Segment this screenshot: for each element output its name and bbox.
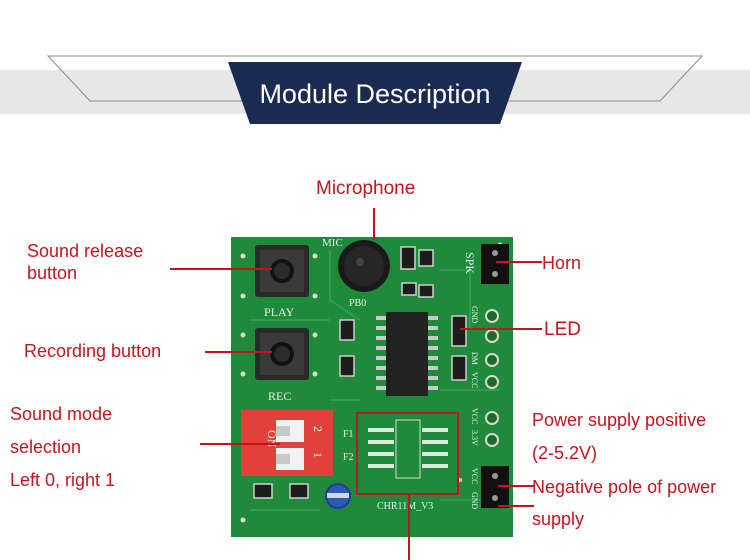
silk-spk: SPK (463, 252, 477, 274)
silk-mic: MIC (322, 237, 343, 249)
silk-f2: F2 (343, 452, 354, 463)
label-power-positive-line2: (2-5.2V) (532, 443, 598, 463)
silk-dip-2: 2 (311, 426, 325, 432)
label-power-negative-line2: supply (532, 509, 585, 529)
leader-lines (170, 208, 542, 560)
silk-board-name: CHR11M_V3 (377, 501, 433, 512)
label-sound-release-line1: Sound release (27, 241, 144, 261)
label-power-positive-line1: Power supply positive (532, 410, 707, 430)
silk-on: ON (265, 430, 279, 448)
label-horn: Horn (542, 253, 582, 273)
play-button-component (255, 245, 309, 297)
silk-dip-1: 1 (311, 452, 325, 458)
label-recording-button: Recording button (24, 341, 162, 361)
label-power-negative-line1: Negative pole of power (532, 477, 717, 497)
silk-f1: F1 (343, 429, 354, 440)
label-mode-line3: Left 0, right 1 (10, 470, 116, 490)
label-led: LED (544, 319, 581, 340)
silk-gnd-top: GND (470, 306, 479, 324)
label-microphone: Microphone (316, 178, 416, 199)
rec-button-component (255, 328, 309, 380)
silk-vcc-mid: VCC (470, 372, 479, 388)
label-sound-release-line2: button (27, 263, 78, 283)
silk-play: PLAY (264, 305, 295, 319)
silk-vcc: VCC (470, 408, 479, 424)
label-mode-line2: selection (10, 437, 82, 457)
smd-components (253, 246, 467, 499)
label-mode-line1: Sound mode (10, 404, 113, 424)
spk-header (481, 244, 509, 284)
silk-gnd-low: GND (470, 492, 479, 510)
ic-chip (376, 312, 438, 396)
silk-rec: REC (268, 389, 291, 403)
silk-dm: DM (470, 352, 479, 365)
led-pin-row (485, 309, 499, 447)
title-banner (228, 62, 522, 124)
header-outline (46, 55, 704, 102)
silk-3v3: 3.3V (470, 430, 479, 446)
microphone-component (338, 240, 390, 292)
capacitor (325, 483, 351, 509)
page-title: Module Description (259, 79, 491, 109)
lower-chip-footprint (356, 412, 459, 495)
silk-vcc-low: VCC (470, 468, 479, 484)
chip-highlight-box (356, 412, 459, 495)
silk-pb0: PB0 (349, 298, 366, 309)
